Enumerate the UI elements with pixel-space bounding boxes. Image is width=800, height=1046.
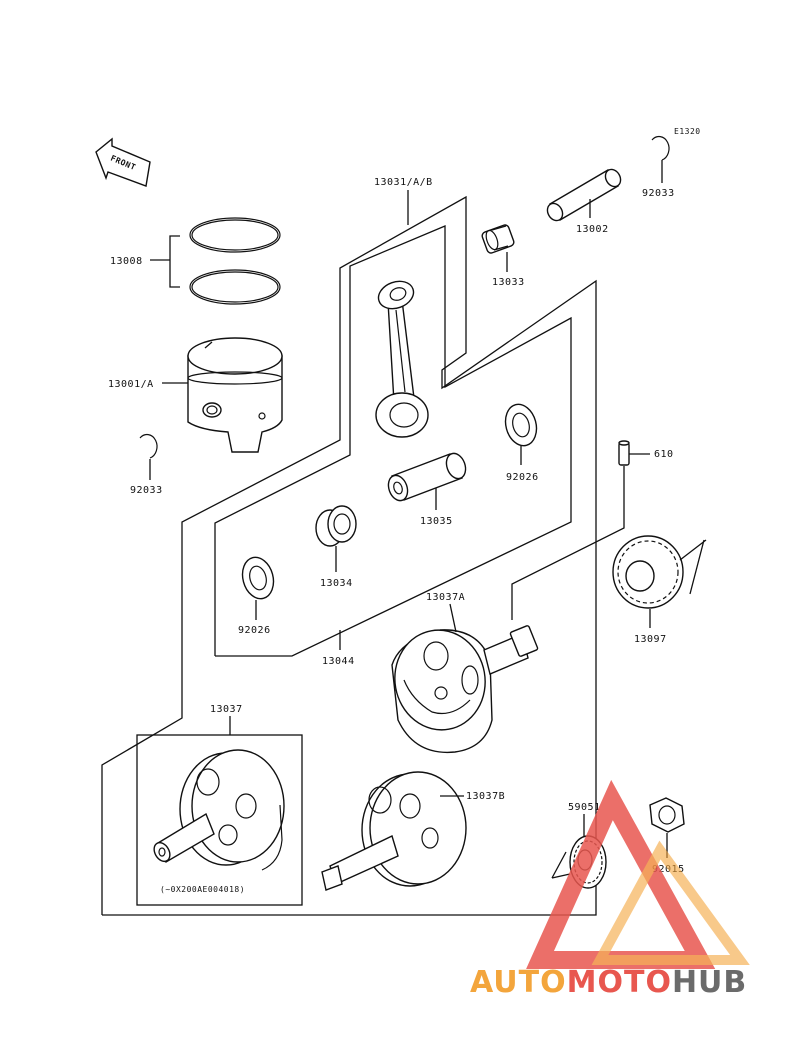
serial-note: (~0X200AE004018) xyxy=(160,885,245,894)
label-92026-left: 92026 xyxy=(238,625,271,636)
group-outline-13037 xyxy=(136,734,303,906)
label-13035: 13035 xyxy=(420,516,453,527)
front-arrow-icon: FRONT xyxy=(95,137,151,187)
label-92033-left: 92033 xyxy=(130,485,163,496)
watermark-part3: HUB xyxy=(672,965,747,1000)
label-92026-right: 92026 xyxy=(506,472,539,483)
label-92033-right: 92033 xyxy=(642,188,675,199)
circlip-right xyxy=(651,136,670,161)
piston xyxy=(187,337,283,453)
label-13002: 13002 xyxy=(576,224,609,235)
piston-pin xyxy=(546,168,622,222)
connecting-rod xyxy=(375,280,429,438)
label-13034: 13034 xyxy=(320,578,353,589)
watermark-part1: AUTO xyxy=(470,965,567,1000)
label-13033: 13033 xyxy=(492,277,525,288)
piston-rings xyxy=(150,217,281,305)
label-13031: 13031/A/B xyxy=(374,177,433,188)
label-59051: 59051 xyxy=(568,802,601,813)
nut-92015 xyxy=(649,797,685,833)
label-13037A: 13037A xyxy=(426,592,465,603)
thrust-washer-left xyxy=(241,556,275,600)
group-outline-crankshaft xyxy=(101,195,597,916)
crank-pin xyxy=(387,452,467,502)
circlip-left xyxy=(139,434,158,459)
label-13097: 13097 xyxy=(634,634,667,645)
crankshaft-half-13037 xyxy=(153,749,285,871)
dowel-pin xyxy=(618,440,630,466)
label-13001: 13001/A xyxy=(108,379,154,390)
label-13037B: 13037B xyxy=(466,791,505,802)
crank-gear xyxy=(612,535,707,609)
watermark-logo xyxy=(526,779,750,969)
thrust-washer-right xyxy=(504,403,538,447)
label-13037: 13037 xyxy=(210,704,243,715)
watermark-part2: MOTO xyxy=(567,965,672,1000)
needle-bearing-big-end xyxy=(315,505,357,547)
watermark-text: AUTOMOTOHUB xyxy=(470,965,747,1000)
group-outline-conrod xyxy=(214,225,572,657)
crankshaft-half-13037b xyxy=(321,771,467,891)
diagram-code: E1320 xyxy=(674,127,701,136)
label-13008: 13008 xyxy=(110,256,143,267)
label-610: 610 xyxy=(654,449,674,460)
crankshaft-half-13037a xyxy=(391,625,539,754)
label-13044: 13044 xyxy=(322,656,355,667)
needle-bearing-small-end xyxy=(481,224,515,254)
